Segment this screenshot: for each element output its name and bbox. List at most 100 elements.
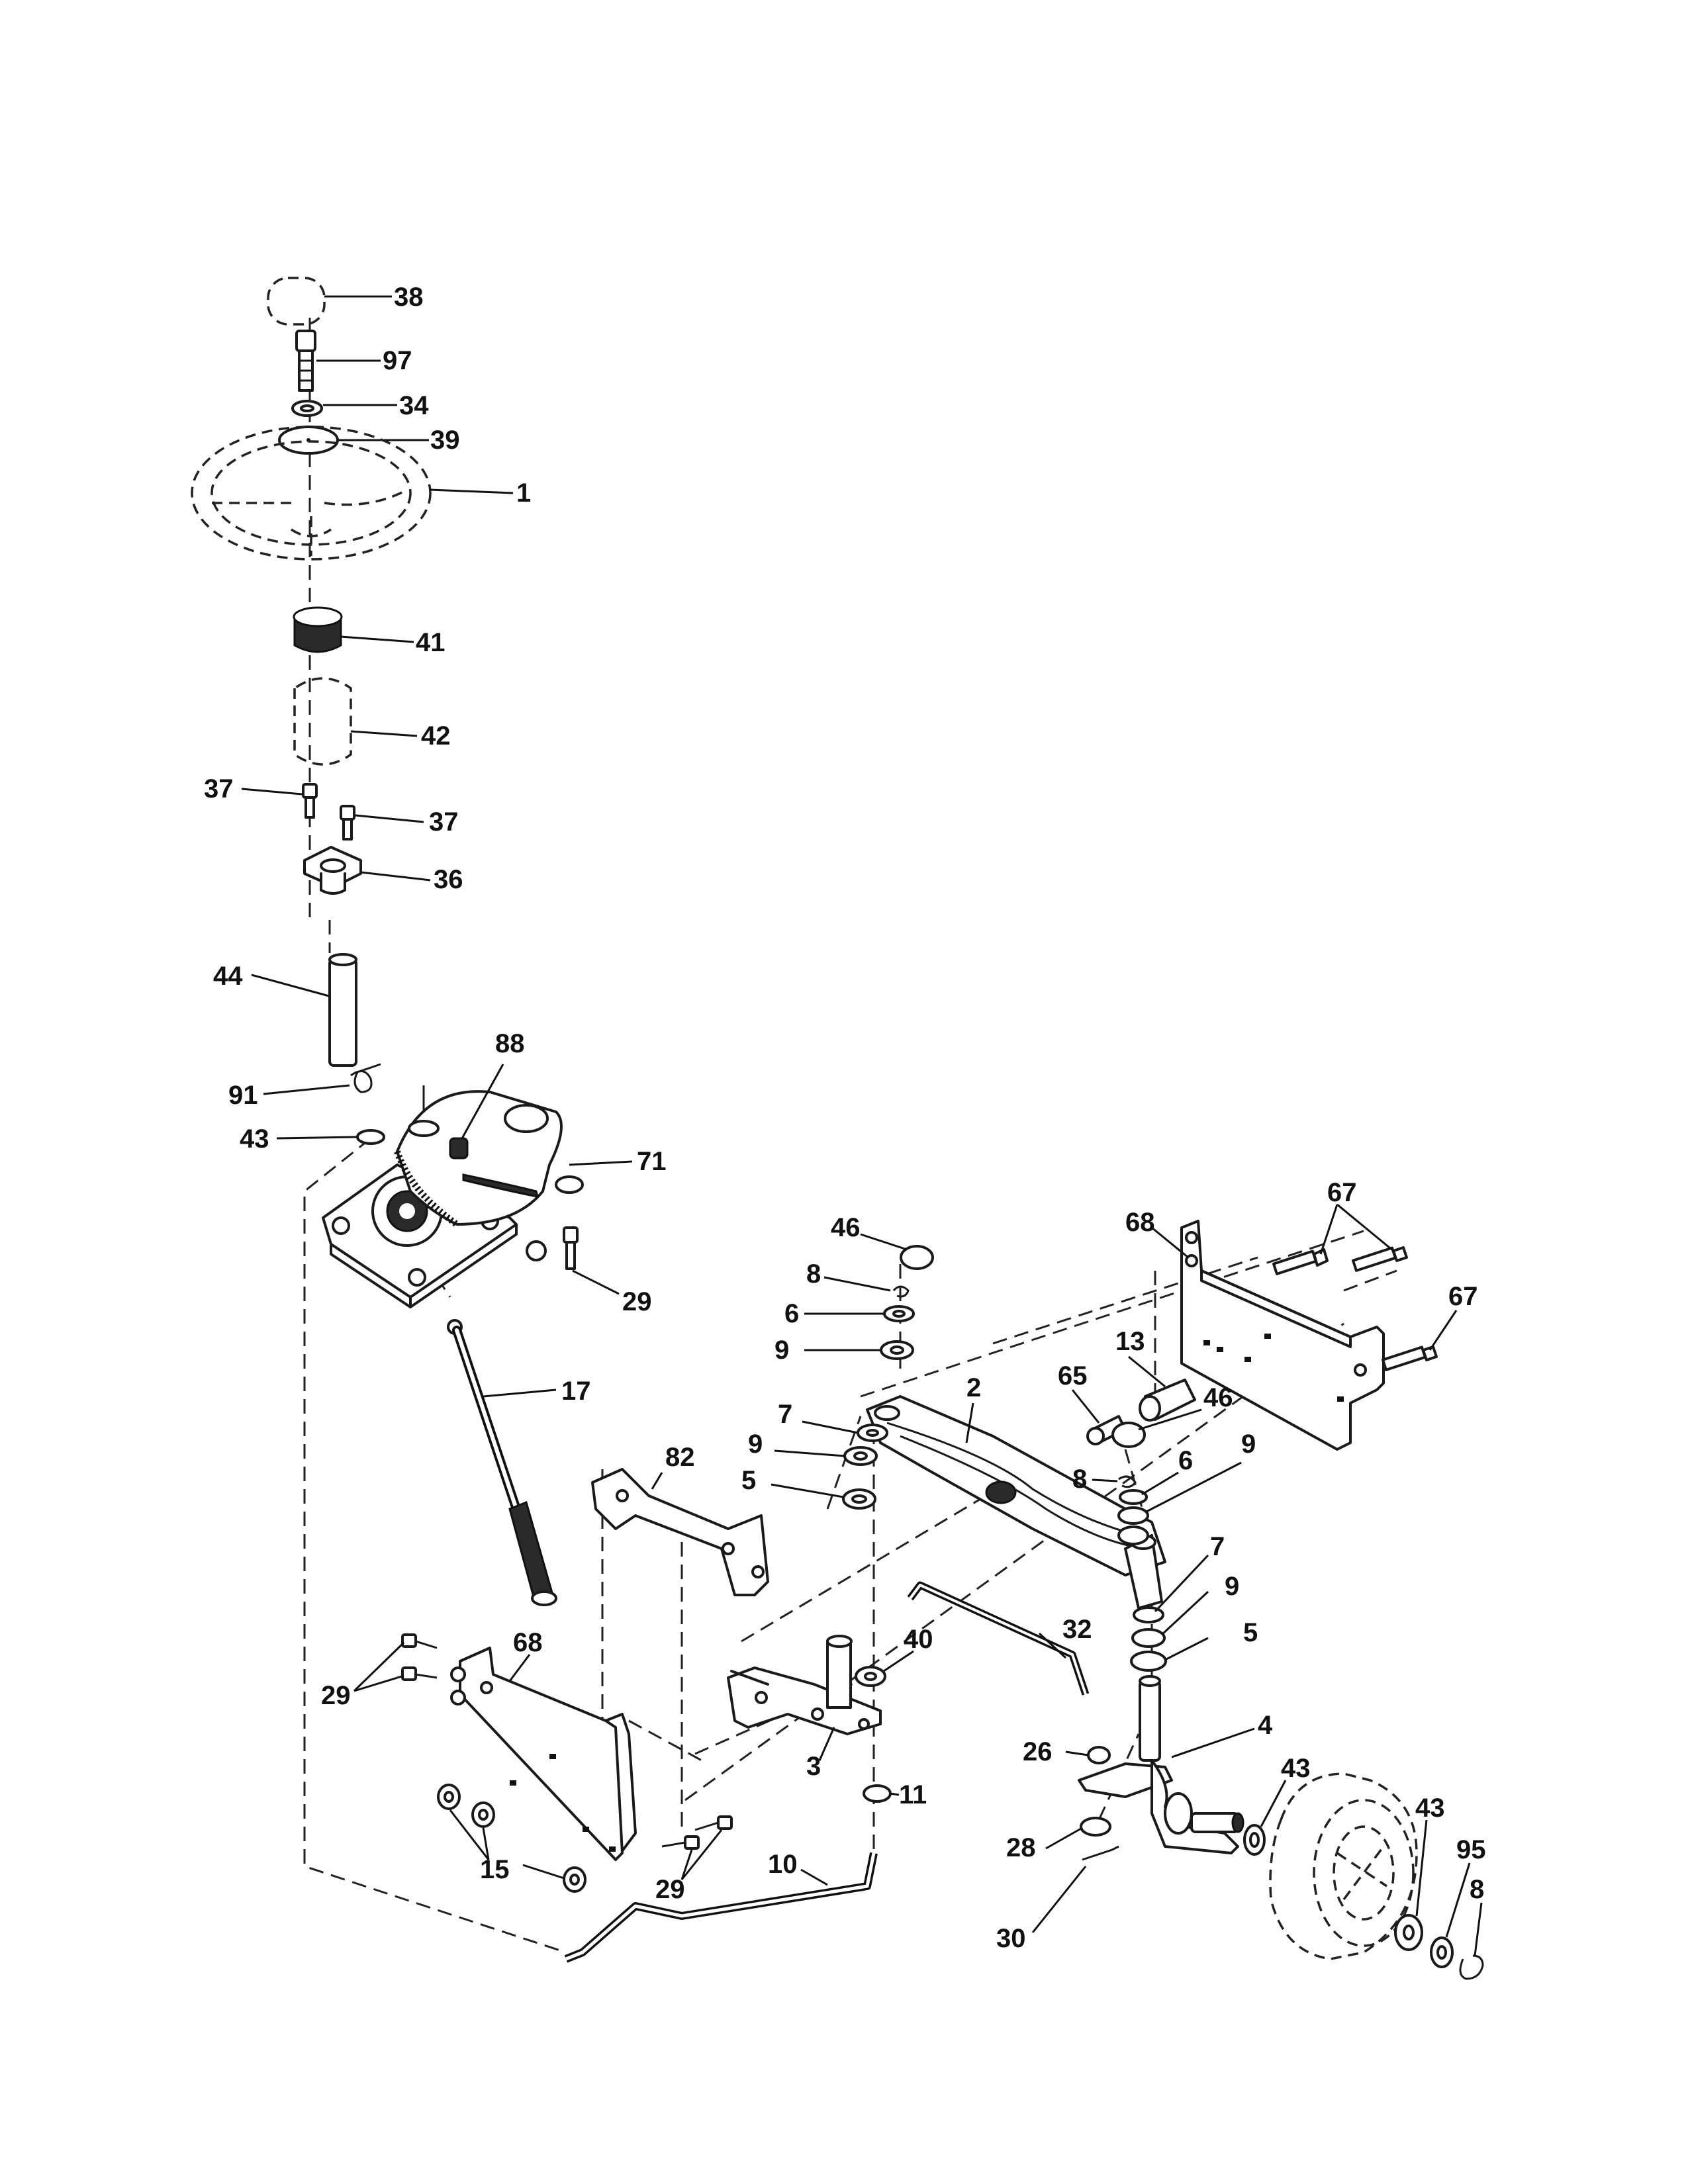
callout-26: 26: [1023, 1737, 1053, 1766]
callout-6-right: 6: [1178, 1446, 1193, 1475]
callout-41: 41: [416, 628, 445, 657]
washer-43-upper: [276, 1129, 385, 1145]
callout-37-right: 37: [429, 807, 459, 837]
callout-67-top: 67: [1327, 1178, 1357, 1207]
callout-10: 10: [768, 1850, 798, 1879]
callout-68-upper: 68: [1125, 1208, 1155, 1237]
callout-36: 36: [434, 865, 463, 894]
bracket-68-upper: [1151, 1220, 1385, 1451]
callout-68-lower: 68: [513, 1628, 543, 1657]
callout-37-left: 37: [204, 774, 234, 803]
cap-46-left: [860, 1233, 934, 1270]
bolts-29-right: [661, 1815, 733, 1880]
callout-30: 30: [996, 1924, 1026, 1953]
callout-40: 40: [904, 1625, 933, 1654]
callout-11: 11: [899, 1780, 927, 1809]
retaining-clip-8: [1459, 1902, 1484, 1980]
callout-labels: 38 97 34 39 1 41 42 37 37 36 44 88 91 43…: [204, 283, 1486, 1953]
callout-46-right: 46: [1203, 1383, 1233, 1412]
callout-9-left: 9: [748, 1430, 763, 1459]
callout-43-wheel-outer: 43: [1415, 1794, 1445, 1823]
callout-65: 65: [1058, 1361, 1088, 1390]
washer-6-left: [804, 1305, 915, 1322]
callout-44: 44: [213, 962, 243, 991]
callout-9-left-top: 9: [774, 1336, 789, 1365]
front-axle-2: [866, 1395, 1166, 1610]
callout-43-upper: 43: [240, 1124, 269, 1154]
lock-washer-34: [291, 400, 397, 417]
washer-43-wheel-inner: [1243, 1780, 1287, 1856]
bushing-36: [303, 846, 431, 895]
callout-34: 34: [399, 391, 429, 420]
callout-71: 71: [637, 1147, 667, 1176]
callout-1: 1: [516, 478, 531, 508]
nut-26: [1065, 1746, 1111, 1764]
callout-3: 3: [806, 1752, 821, 1781]
callout-7-left: 7: [778, 1400, 792, 1429]
callout-38: 38: [394, 283, 424, 312]
clip-8-left: [823, 1276, 910, 1298]
bolt-29-gearbox: [563, 1226, 620, 1295]
cotter-pin-30: [1031, 1845, 1119, 1933]
spacer-13: [1128, 1355, 1196, 1422]
washer-9-left-top: [804, 1340, 914, 1360]
callout-46-left: 46: [831, 1213, 861, 1242]
callout-29-right: 29: [655, 1875, 685, 1904]
callout-39: 39: [430, 426, 460, 455]
front-wheel: [1269, 1772, 1418, 1960]
washer-95: [1430, 1862, 1471, 1968]
callout-97: 97: [383, 346, 412, 375]
steering-arm-3: [727, 1635, 882, 1761]
pinion-shaft-17: [447, 1319, 557, 1606]
nuts-15: [437, 1784, 586, 1893]
nut-40: [855, 1650, 914, 1687]
washer-39: [278, 426, 429, 455]
callout-29-gearbox: 29: [622, 1287, 652, 1316]
callout-29-left: 29: [321, 1681, 351, 1710]
washer-11: [863, 1784, 900, 1803]
callout-95: 95: [1456, 1835, 1486, 1864]
washer-43-wheel-outer: [1394, 1819, 1428, 1951]
callout-8-wheel: 8: [1470, 1875, 1484, 1904]
callout-82: 82: [665, 1443, 695, 1472]
callout-7-right: 7: [1210, 1532, 1225, 1561]
callout-17: 17: [561, 1377, 591, 1406]
washers-left-lower: [771, 1420, 888, 1510]
bolts-67: [1272, 1203, 1458, 1371]
spring-clip-91: [263, 1063, 381, 1095]
sector-gear-71: [394, 1090, 633, 1228]
steering-gearbox: [322, 1163, 547, 1308]
pin-88: [408, 1064, 504, 1160]
callout-2: 2: [966, 1373, 981, 1402]
callout-5-left: 5: [741, 1466, 756, 1495]
cap-46-right: [1111, 1408, 1202, 1448]
spindle-4: [1078, 1675, 1255, 1854]
callout-88: 88: [495, 1029, 525, 1058]
drag-link-10: [564, 1852, 878, 1963]
washers-right-lower: [1130, 1554, 1209, 1672]
bracket-68-lower: [450, 1647, 637, 1861]
steering-cap: [267, 277, 392, 326]
callout-43-wheel-inner: 43: [1281, 1754, 1311, 1783]
steering-shaft-44: [251, 953, 357, 1067]
callout-6-left: 6: [784, 1299, 799, 1328]
callout-28: 28: [1006, 1833, 1036, 1862]
callout-15: 15: [480, 1855, 510, 1884]
callout-8-right: 8: [1072, 1465, 1087, 1494]
callout-42: 42: [421, 721, 451, 751]
screws-37: [241, 783, 424, 841]
bolt-97: [295, 330, 381, 392]
callout-5-right: 5: [1243, 1618, 1258, 1647]
callout-67-side: 67: [1448, 1282, 1478, 1311]
callout-91: 91: [228, 1081, 258, 1110]
clip-8-right: [1092, 1475, 1137, 1488]
steering-adapter-41: [293, 606, 414, 653]
bracket-82: [591, 1468, 769, 1596]
bolts-29-left: [353, 1633, 438, 1692]
tie-rod-32: [907, 1581, 1090, 1696]
callout-8-left: 8: [806, 1259, 821, 1289]
washer-28: [1045, 1817, 1111, 1850]
callout-9-right: 9: [1225, 1572, 1239, 1601]
callout-13: 13: [1115, 1327, 1145, 1356]
